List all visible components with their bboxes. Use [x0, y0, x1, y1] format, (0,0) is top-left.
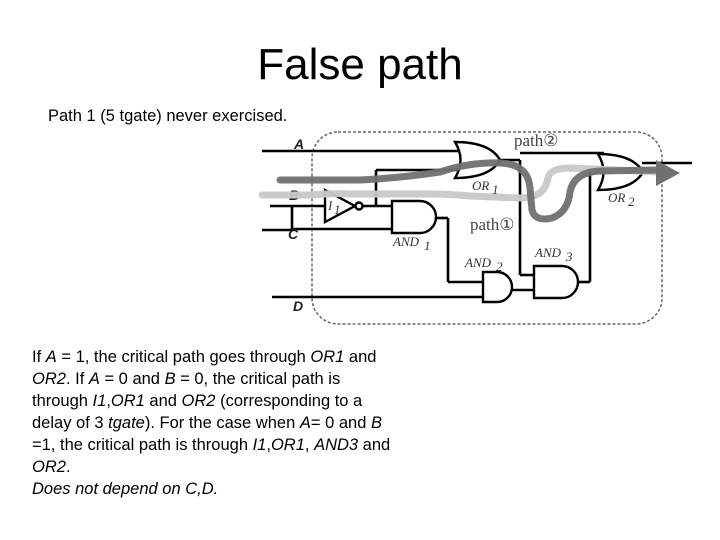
text-gate: OR2 — [32, 458, 66, 476]
and2-subscript: 2 — [496, 259, 503, 274]
input-c-label: C — [288, 226, 299, 242]
conclusion-text: Does not depend on C,D. — [32, 478, 392, 500]
text-seg: and — [144, 392, 182, 410]
i1-label-text: I — [327, 198, 333, 213]
path2-label: path② — [514, 131, 559, 150]
i1-inverter — [323, 188, 358, 224]
i1-subscript: 1 — [334, 202, 341, 217]
and1-label-text: AND — [392, 234, 420, 249]
text-seg: = 1, the critical path goes through — [56, 348, 311, 366]
and1-gate — [390, 199, 438, 235]
or2-label-text: OR — [608, 190, 625, 205]
text-gate: OR2 — [32, 370, 66, 388]
i1-bubble — [354, 201, 364, 211]
or1-label-text: OR — [472, 178, 489, 193]
and3-gate — [532, 264, 580, 300]
output-arrow — [656, 160, 680, 186]
and3-label-text: AND — [534, 245, 562, 260]
path2-highlight — [276, 159, 664, 223]
explanation-text: If A = 1, the critical path goes through… — [32, 346, 392, 500]
text-gate: OR1 — [270, 436, 305, 454]
text-gate: AND3 — [314, 436, 359, 454]
text-seg: If — [32, 348, 42, 366]
text-var: B — [164, 370, 176, 388]
or1-subscript: 1 — [492, 182, 499, 197]
text-seg: = 0 and — [310, 414, 371, 432]
and1-subscript: 1 — [424, 238, 431, 253]
text-seg: , — [304, 436, 315, 454]
text-gate: I1 — [92, 392, 107, 410]
text-var: A — [45, 348, 57, 366]
text-gate: I1 — [252, 436, 267, 454]
and2-gate — [481, 270, 514, 304]
or2-subscript: 2 — [628, 194, 635, 209]
and3-label: AND 3 — [534, 245, 573, 264]
explanation-paragraph: If A = 1, the critical path goes through… — [32, 346, 392, 478]
text-seg: = 0 and — [99, 370, 165, 388]
text-var: tgate — [108, 414, 145, 432]
input-d-label: D — [293, 298, 303, 314]
text-gate: OR1 — [310, 348, 345, 366]
text-seg: =1, the critical path is through — [32, 436, 253, 454]
text-seg: . If — [65, 370, 89, 388]
text-seg: . — [65, 458, 71, 476]
text-gate: OR2 — [181, 392, 216, 410]
text-seg: and — [344, 348, 377, 366]
or2-label: OR 2 — [608, 190, 635, 209]
path1-highlight — [258, 164, 664, 202]
text-seg: and — [358, 436, 391, 454]
and2-label: AND 2 — [464, 255, 503, 274]
or1-label: OR 1 — [472, 178, 499, 197]
slide-subtitle: Path 1 (5 tgate) never exercised. — [48, 107, 288, 125]
slide-title: False path — [257, 40, 463, 89]
text-seg: , — [106, 392, 111, 410]
text-var: A — [299, 414, 311, 432]
wires — [262, 149, 692, 299]
input-a-label: A — [293, 136, 304, 152]
conclusion-italic: Does not depend on C,D. — [32, 480, 219, 498]
text-seg: = 0, the critical path is through — [32, 370, 341, 410]
text-var: A — [88, 370, 100, 388]
text-seg: , — [266, 436, 271, 454]
i1-label: I 1 — [327, 198, 341, 217]
and2-label-text: AND — [464, 255, 492, 270]
text-seg: ). For the case when — [144, 414, 300, 432]
text-seg: (corresponding to a delay of 3 — [32, 392, 363, 432]
and3-subscript: 3 — [565, 249, 573, 264]
text-gate: OR1 — [110, 392, 145, 410]
and1-label: AND 1 — [392, 234, 431, 253]
or1-gate — [452, 140, 502, 180]
text-var: B — [370, 414, 382, 432]
path1-label: path① — [470, 215, 515, 234]
